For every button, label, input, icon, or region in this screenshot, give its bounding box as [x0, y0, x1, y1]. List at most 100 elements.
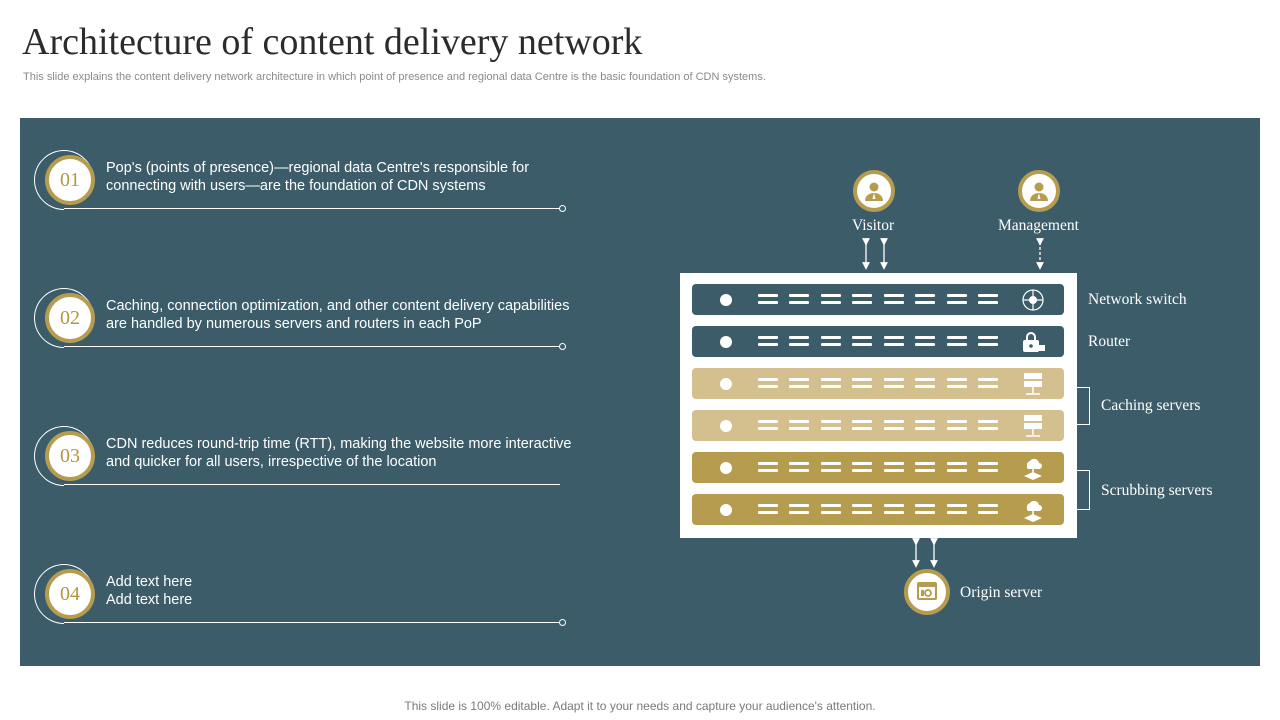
vent-mark — [758, 419, 778, 431]
status-led — [720, 462, 732, 474]
vent-mark — [789, 335, 809, 347]
vent-mark — [758, 335, 778, 347]
step-number-badge: 03 — [45, 431, 95, 481]
vent-mark — [978, 461, 998, 473]
rack-row-scrubbing-server-1 — [692, 452, 1064, 483]
vent-mark — [852, 335, 872, 347]
management-arrow — [1036, 238, 1044, 270]
vent-mark — [758, 461, 778, 473]
step-number-badge: 02 — [45, 293, 95, 343]
management-icon — [1018, 170, 1060, 212]
caching-bracket — [1077, 387, 1090, 425]
vent-mark — [947, 377, 967, 389]
vent-mark — [821, 293, 841, 305]
vent-mark — [789, 377, 809, 389]
rack-row-caching-server-1 — [692, 368, 1064, 399]
visitor-node — [853, 170, 895, 212]
vent-mark — [821, 419, 841, 431]
slide-subtitle: This slide explains the content delivery… — [23, 71, 766, 83]
visitor-icon — [853, 170, 895, 212]
vent-mark — [789, 419, 809, 431]
slide-title: Architecture of content delivery network — [22, 21, 643, 63]
vent-mark — [884, 503, 904, 515]
vent-mark — [852, 503, 872, 515]
rack-row-router — [692, 326, 1064, 357]
vent-mark — [915, 293, 935, 305]
rack-row-scrubbing-server-2 — [692, 494, 1064, 525]
step-text: Pop's (points of presence)—regional data… — [106, 160, 530, 194]
step-text: Caching, connection optimization, and ot… — [106, 298, 570, 332]
vent-mark — [884, 293, 904, 305]
vent-mark — [852, 293, 872, 305]
vent-mark — [978, 335, 998, 347]
vent-mark — [884, 461, 904, 473]
vent-mark — [915, 461, 935, 473]
origin-server-label: Origin server — [960, 584, 1043, 601]
vent-mark — [821, 377, 841, 389]
vent-mark — [884, 335, 904, 347]
vent-mark — [947, 503, 967, 515]
vent-mark — [884, 419, 904, 431]
vent-mark — [852, 377, 872, 389]
step-4: 04 Add text here Add text here — [21, 551, 574, 639]
step-divider-end — [559, 619, 566, 626]
vent-mark — [789, 293, 809, 305]
step-text: CDN reduces round-trip time (RTT), makin… — [106, 436, 572, 470]
step-1: 01 Pop's (points of presence)—regional d… — [21, 137, 574, 225]
slide-footer: This slide is 100% editable. Adapt it to… — [404, 699, 876, 713]
cloud-server-icon — [1024, 500, 1042, 522]
vent-mark — [789, 503, 809, 515]
vent-mark — [821, 503, 841, 515]
router-icon — [1023, 332, 1045, 352]
cloud-server-icon — [1024, 458, 1042, 480]
step-divider-end — [559, 343, 566, 350]
vent-mark — [978, 419, 998, 431]
origin-server-node — [904, 569, 950, 615]
step-divider — [64, 484, 560, 485]
vent-mark — [884, 377, 904, 389]
vent-mark — [789, 461, 809, 473]
server-icon — [1024, 373, 1042, 395]
step-divider — [64, 208, 560, 209]
management-label: Management — [998, 217, 1079, 234]
step-divider — [64, 346, 560, 347]
vent-mark — [821, 461, 841, 473]
vent-mark — [915, 335, 935, 347]
vent-mark — [915, 419, 935, 431]
step-number-badge: 04 — [45, 569, 95, 619]
step-divider-end — [559, 205, 566, 212]
status-led — [720, 504, 732, 516]
status-led — [720, 336, 732, 348]
vent-mark — [978, 377, 998, 389]
network-switch-label: Network switch — [1088, 291, 1187, 308]
origin-arrows — [912, 538, 938, 568]
vent-mark — [978, 293, 998, 305]
content-panel: 01 Pop's (points of presence)—regional d… — [20, 118, 1260, 666]
vent-mark — [852, 461, 872, 473]
server-rack — [680, 273, 1077, 538]
vent-mark — [947, 461, 967, 473]
origin-server-icon — [904, 569, 950, 615]
step-2: 02 Caching, connection optimization, and… — [21, 275, 574, 363]
status-led — [720, 420, 732, 432]
vent-mark — [947, 293, 967, 305]
status-led — [720, 294, 732, 306]
network-switch-icon — [1022, 289, 1044, 311]
step-3: 03 CDN reduces round-trip time (RTT), ma… — [21, 413, 574, 501]
vent-mark — [915, 377, 935, 389]
rack-row-caching-server-2 — [692, 410, 1064, 441]
scrubbing-servers-label: Scrubbing servers — [1101, 482, 1213, 499]
caching-servers-label: Caching servers — [1101, 397, 1201, 414]
vent-mark — [821, 335, 841, 347]
vent-mark — [978, 503, 998, 515]
vent-mark — [852, 419, 872, 431]
visitor-arrows — [862, 238, 888, 270]
vent-mark — [947, 335, 967, 347]
server-icon — [1024, 415, 1042, 437]
vent-mark — [947, 419, 967, 431]
vent-mark — [758, 503, 778, 515]
status-led — [720, 378, 732, 390]
step-number-badge: 01 — [45, 155, 95, 205]
step-text: Add text here Add text here — [106, 574, 193, 608]
vent-mark — [758, 377, 778, 389]
